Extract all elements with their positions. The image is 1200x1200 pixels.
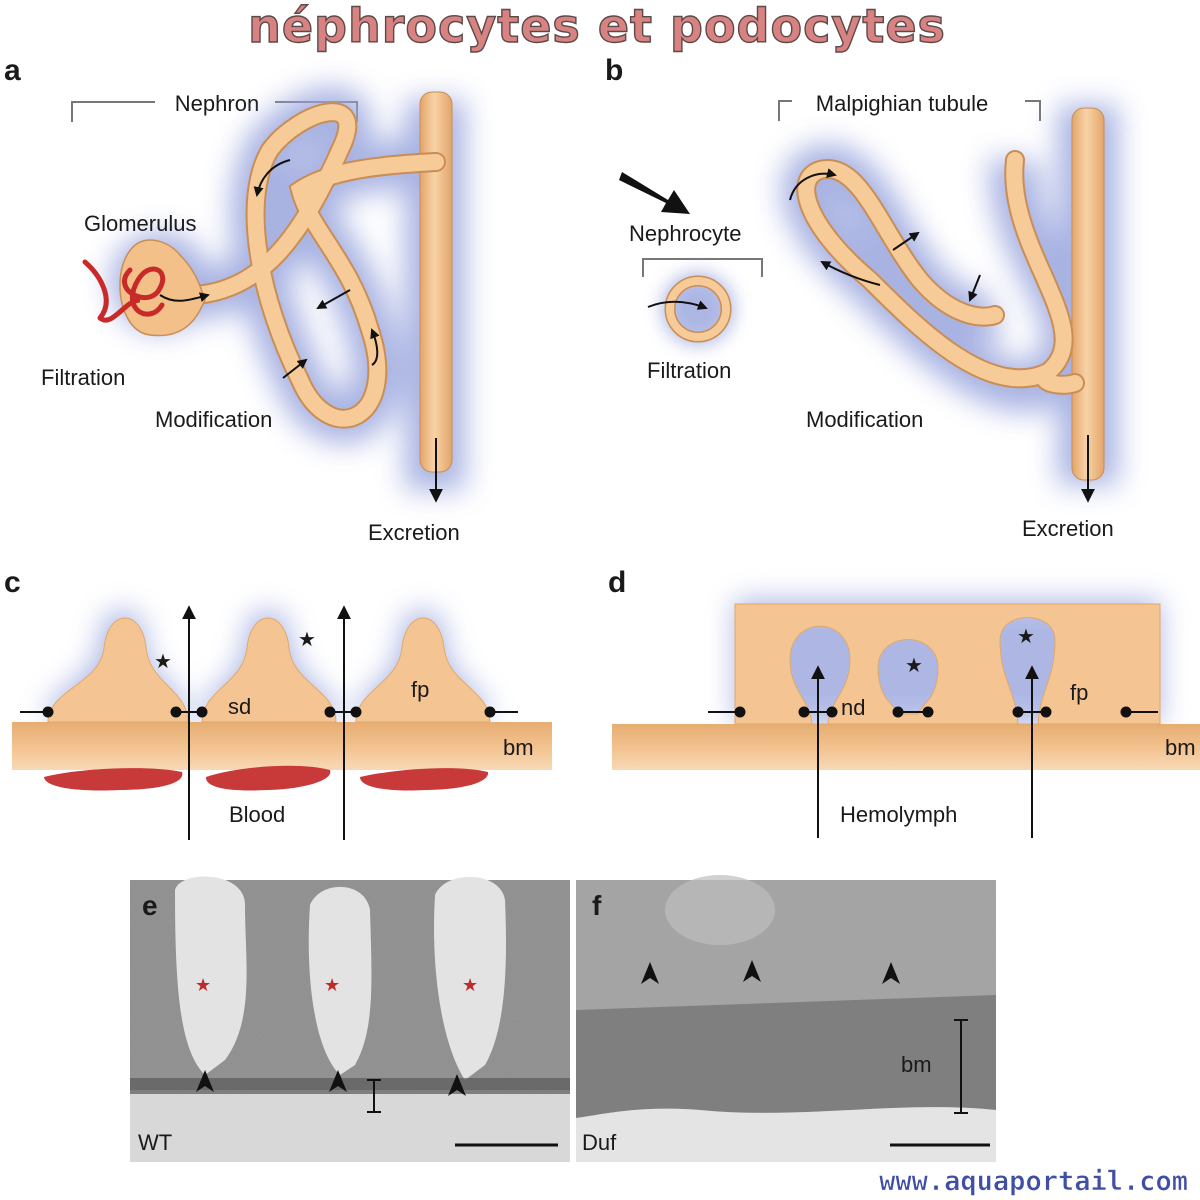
fp-label-c: fp xyxy=(411,677,429,702)
modification-label-b: Modification xyxy=(806,407,923,432)
panel-d-letter: d xyxy=(608,566,626,599)
star-d-1: ★ xyxy=(905,655,923,677)
nephrocyte-pointer-arrow xyxy=(619,172,690,214)
panel-d: d ★ ★ nd fp bm Hemolymph xyxy=(608,566,1200,838)
basement-membrane-d xyxy=(612,724,1200,770)
star-e-1: ★ xyxy=(195,975,211,995)
panel-e-micrograph: ★ ★ ★ e WT xyxy=(130,876,570,1162)
arrowhead-f-3 xyxy=(882,962,900,984)
star-e-2: ★ xyxy=(324,975,340,995)
nephron-tubule xyxy=(187,104,444,427)
fp-label-d: fp xyxy=(1070,680,1088,705)
modification-label-a: Modification xyxy=(155,407,272,432)
nephrocyte-body xyxy=(734,603,1161,725)
bm-scale-e xyxy=(367,1079,381,1113)
figure-title: néphrocytes et podocytes xyxy=(248,0,946,53)
blood-cell-c-1 xyxy=(44,768,183,791)
sd-label: sd xyxy=(228,694,251,719)
nephron-label: Nephron xyxy=(175,91,259,116)
red-stars-e: ★ ★ ★ xyxy=(195,975,478,995)
nd-label: nd xyxy=(841,695,865,720)
foot-process-c-1 xyxy=(47,617,189,723)
arrowhead-e-1 xyxy=(196,1070,214,1092)
star-e-3: ★ xyxy=(462,975,478,995)
panel-c-letter: c xyxy=(4,566,21,599)
panel-f-micrograph: bm f Duf xyxy=(576,875,996,1162)
excretion-label-b: Excretion xyxy=(1022,516,1114,541)
filtration-label-a: Filtration xyxy=(41,365,125,390)
star-c-2: ★ xyxy=(298,629,316,651)
nephrocyte-bracket xyxy=(642,258,763,277)
wt-label: WT xyxy=(138,1130,172,1155)
panel-b-letter: b xyxy=(605,54,623,87)
bm-scale-f xyxy=(954,1019,968,1114)
arrowhead-e-2 xyxy=(329,1070,347,1092)
panel-e-letter: e xyxy=(142,890,158,921)
malpighian-bracket xyxy=(778,100,1041,121)
nephrocyte-label: Nephrocyte xyxy=(629,221,742,246)
panel-a-letter: a xyxy=(4,54,21,87)
excretion-label-a: Excretion xyxy=(368,520,460,545)
collecting-duct-a xyxy=(419,91,453,473)
collecting-duct-b xyxy=(1071,107,1105,481)
bm-label-d: bm xyxy=(1165,735,1196,760)
bm-label-c: bm xyxy=(503,735,534,760)
blood-cell-c-2 xyxy=(205,765,331,791)
glomerulus-capillary xyxy=(82,259,166,321)
duf-label: Duf xyxy=(582,1130,617,1155)
arrowhead-f-2 xyxy=(743,960,761,982)
panel-a: a Nephron Glomerulus Filtration Modifica… xyxy=(4,54,465,545)
panel-f-letter: f xyxy=(592,890,602,921)
hemolymph-label: Hemolymph xyxy=(840,802,957,827)
basement-membrane-c xyxy=(12,722,552,770)
blood-label: Blood xyxy=(229,802,285,827)
watermark: www.aquaportail.com xyxy=(879,1166,1188,1197)
star-c-1: ★ xyxy=(154,651,172,673)
glomerulus-label: Glomerulus xyxy=(84,211,196,236)
panel-c: c ★ ★ sd fp bm Blood xyxy=(4,566,552,840)
malpighian-label: Malpighian tubule xyxy=(816,91,988,116)
panel-b: b Malpighian tubule Nephrocyte Filtratio… xyxy=(605,54,1118,541)
blood-cell-c-3 xyxy=(360,768,489,791)
bm-label-f: bm xyxy=(901,1052,932,1077)
arrowhead-f-1 xyxy=(641,962,659,984)
foot-process-c-3 xyxy=(355,617,491,723)
star-d-2: ★ xyxy=(1017,626,1035,648)
filtration-label-b: Filtration xyxy=(647,358,731,383)
foot-process-c-2 xyxy=(201,617,337,723)
arrowhead-e-3 xyxy=(448,1074,466,1096)
